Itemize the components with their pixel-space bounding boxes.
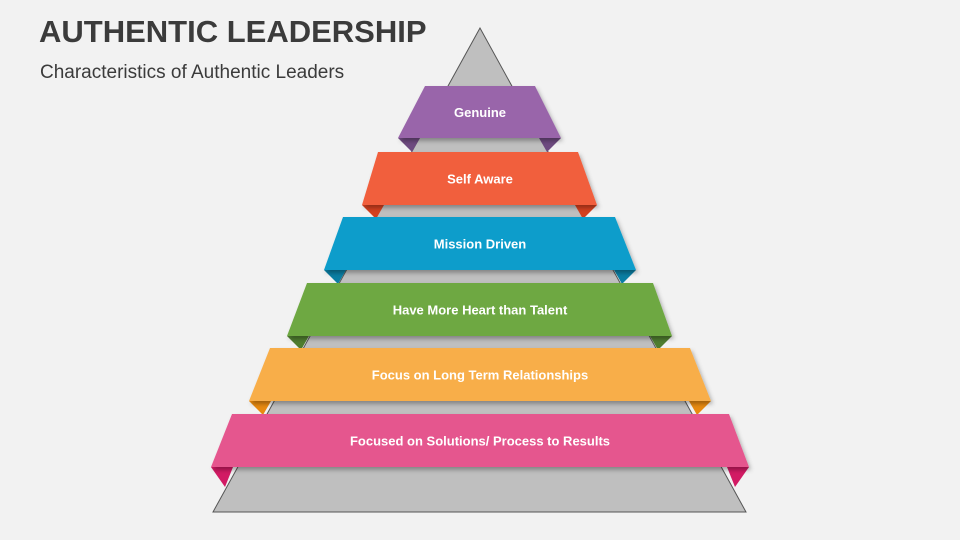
ribbon-fold-left xyxy=(398,138,420,152)
page-title: AUTHENTIC LEADERSHIP xyxy=(39,14,427,49)
pyramid-level-1: Genuine xyxy=(398,86,561,152)
level-label: Mission Driven xyxy=(434,237,527,252)
page-subtitle: Characteristics of Authentic Leaders xyxy=(40,62,345,83)
ribbon-fold-right xyxy=(539,138,561,152)
level-label: Self Aware xyxy=(447,172,513,187)
ribbon-fold-left xyxy=(211,467,233,487)
ribbon-band xyxy=(249,348,711,401)
ribbon-band xyxy=(211,414,749,467)
ribbon-band xyxy=(287,283,672,336)
level-label: Focused on Solutions/ Process to Results xyxy=(350,434,610,449)
ribbon-fold-left xyxy=(324,270,346,284)
ribbon-fold-left xyxy=(249,401,271,415)
pyramid-level-4: Have More Heart than Talent xyxy=(287,283,672,350)
ribbon-band xyxy=(362,152,597,205)
ribbon-band xyxy=(398,86,561,138)
level-label: Genuine xyxy=(454,105,506,120)
ribbon-band xyxy=(324,217,636,270)
ribbon-fold-right xyxy=(689,401,711,415)
ribbon-fold-right xyxy=(650,336,672,350)
ribbon-fold-left xyxy=(287,336,309,350)
ribbon-fold-left xyxy=(362,205,384,219)
pyramid-level-3: Mission Driven xyxy=(324,217,636,284)
ribbon-fold-right xyxy=(727,467,749,487)
level-label: Focus on Long Term Relationships xyxy=(372,368,588,383)
level-label: Have More Heart than Talent xyxy=(393,303,568,318)
pyramid-level-2: Self Aware xyxy=(362,152,597,219)
pyramid-level-5: Focus on Long Term Relationships xyxy=(249,348,711,415)
ribbon-fold-right xyxy=(614,270,636,284)
pyramid-level-6: Focused on Solutions/ Process to Results xyxy=(211,414,749,487)
ribbon-fold-right xyxy=(575,205,597,219)
